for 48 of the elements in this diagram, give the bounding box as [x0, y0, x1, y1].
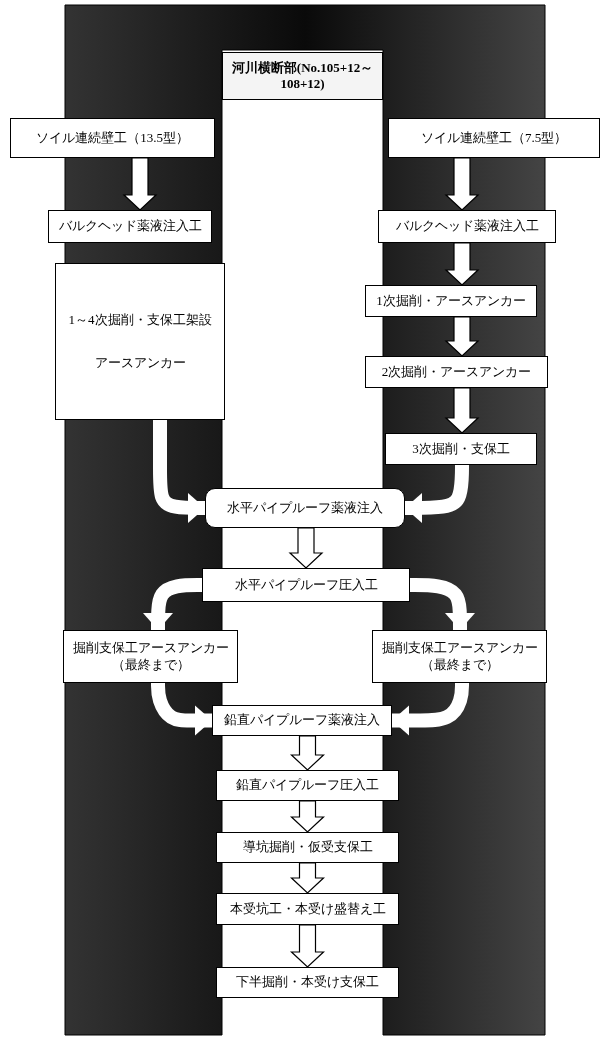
step-label: 本受坑工・本受け盛替え工	[229, 900, 386, 918]
arrow	[153, 420, 207, 523]
step-label: 鉛直パイプルーフ圧入工	[236, 777, 379, 794]
process-box	[202, 568, 410, 602]
step-label: 3次掘削・支保工	[412, 440, 510, 458]
arrow	[444, 242, 480, 286]
process-box	[216, 893, 399, 925]
process-box	[216, 832, 399, 863]
step-label: ソイル連続壁工（7.5型）	[420, 129, 568, 147]
step-label: ソイル連続壁工（13.5型）	[36, 129, 189, 147]
process-box	[372, 630, 547, 683]
process-box	[365, 285, 537, 317]
arrow	[444, 387, 480, 434]
process-box	[388, 118, 600, 158]
step-label: 下半掘削・本受け支保工	[236, 974, 379, 991]
process-box	[212, 705, 392, 736]
step-label: 掘削支保工アースアンカー（最終まで）	[71, 639, 230, 674]
process-box	[55, 263, 225, 420]
arrow	[444, 157, 480, 211]
arrow	[290, 735, 325, 771]
step-label: アースアンカー	[94, 354, 186, 372]
process-box	[378, 210, 556, 243]
step-label: 1～4次掘削・支保工架設	[68, 311, 212, 329]
arrow	[122, 157, 158, 211]
arrow	[288, 527, 324, 569]
process-box	[48, 210, 212, 243]
step-label: 導坑掘削・仮受支保工	[242, 839, 373, 856]
step-label: 1次掘削・アースアンカー	[376, 292, 526, 310]
arrow	[290, 924, 325, 968]
process-box	[216, 967, 399, 998]
arrow	[290, 862, 325, 894]
arrow	[290, 800, 325, 833]
process-box	[10, 118, 215, 158]
heading-box	[222, 52, 383, 100]
step-label: 水平パイプルーフ薬液注入	[227, 499, 383, 517]
step-label: 水平パイプルーフ圧入工	[234, 576, 378, 594]
process-box	[205, 488, 405, 528]
arrow	[444, 316, 480, 357]
process-box	[216, 770, 399, 801]
process-box	[385, 433, 537, 465]
step-label: バルクヘッド薬液注入工	[395, 218, 539, 235]
step-label: バルクヘッド薬液注入工	[58, 218, 202, 235]
step-label: 2次掘削・アースアンカー	[381, 363, 532, 381]
step-label: 掘削支保工アースアンカー（最終まで）	[380, 639, 539, 674]
process-box	[63, 630, 238, 683]
step-label: 河川横断部(No.105+12～108+12)	[230, 59, 375, 93]
step-label: 鉛直パイプルーフ薬液注入	[224, 712, 380, 729]
process-box	[365, 356, 548, 388]
